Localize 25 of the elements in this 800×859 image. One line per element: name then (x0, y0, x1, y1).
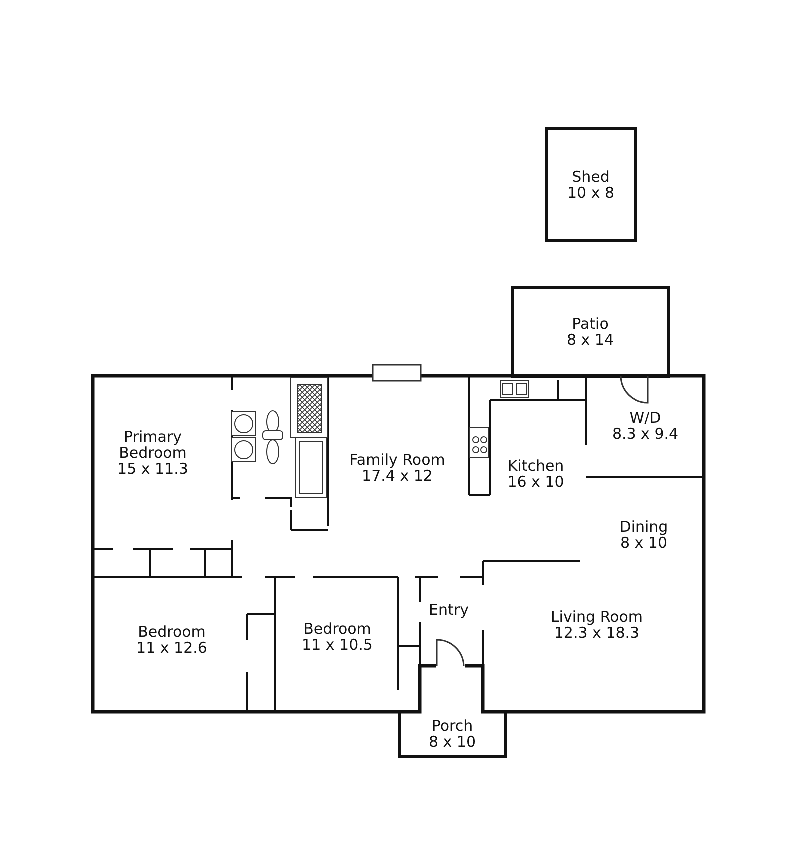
room-name: Primary Bedroom (118, 429, 188, 461)
porch-outline (398, 712, 507, 758)
room-dimensions: 8 x 10 (428, 734, 476, 750)
room-outline (545, 127, 637, 242)
room-dimensions: 8.3 x 9.4 (612, 426, 679, 442)
room-dimensions: 15 x 11.3 (118, 461, 188, 477)
room-name: Dining (620, 519, 668, 535)
room-dimensions: 17.4 x 12 (362, 468, 433, 484)
room-name: Kitchen (508, 458, 564, 474)
room-dimensions: 8 x 14 (566, 332, 614, 348)
room-name: Porch (432, 718, 474, 734)
room-name: Patio (572, 316, 609, 332)
room-name: Family Room (350, 452, 446, 468)
room-dimensions: 12.3 x 18.3 (554, 625, 640, 641)
room-dimensions: 11 x 10.5 (302, 637, 373, 653)
room-name: Bedroom (304, 621, 372, 637)
room-name: Bedroom (138, 624, 206, 640)
room-dimensions: 16 x 10 (508, 474, 564, 490)
room-name: Living Room (550, 609, 644, 625)
room-name: Entry (429, 602, 469, 618)
room-dimensions: 11 x 12.6 (136, 640, 208, 656)
room-dimensions: 10 x 8 (567, 184, 615, 200)
room-name: W/D (630, 410, 662, 426)
room-name: Shed (572, 168, 610, 184)
room-dimensions: 8 x 10 (620, 535, 668, 551)
